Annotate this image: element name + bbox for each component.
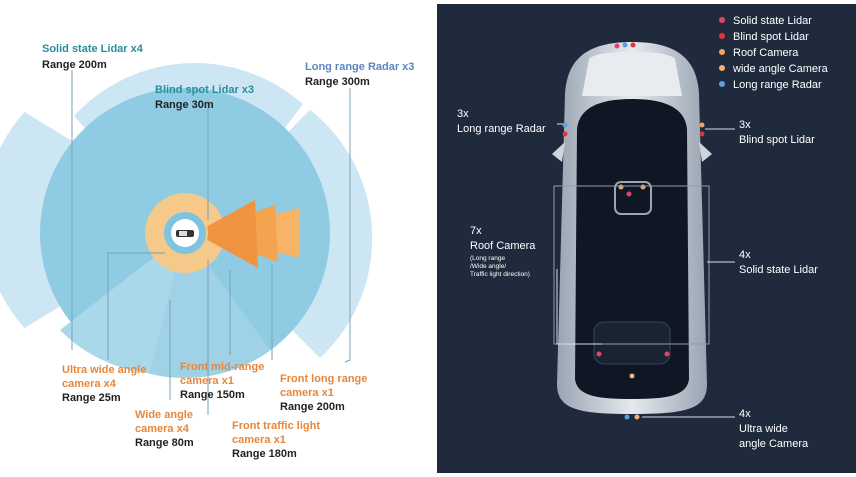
long-radar-range: Range 300m bbox=[305, 76, 370, 88]
legend-item-solid-state: Solid state Lidar bbox=[733, 15, 812, 27]
legend: Solid state Lidar Blind spot Lidar Roof … bbox=[719, 15, 829, 91]
front-mid-range: Range 150m bbox=[180, 389, 245, 401]
traffic-light-range: Range 180m bbox=[232, 448, 297, 460]
solid-count: 4x bbox=[739, 249, 751, 261]
left-mirror bbox=[552, 142, 565, 162]
traffic-light-camera-fov bbox=[195, 200, 258, 268]
wide-angle-line1: Wide angle bbox=[135, 409, 193, 421]
roof-label: Roof Camera bbox=[470, 240, 536, 252]
ultra-wide-range: Range 25m bbox=[62, 392, 121, 404]
wide-angle-range: Range 80m bbox=[135, 437, 194, 449]
ultra-wide-line2: camera x4 bbox=[62, 378, 117, 390]
blind-spot-range: Range 30m bbox=[155, 99, 214, 111]
solid-label: Solid state Lidar bbox=[739, 264, 818, 276]
traffic-light-line1: Front traffic light bbox=[232, 420, 320, 432]
front-long-range: Range 200m bbox=[280, 401, 345, 413]
lidar-wedge-bottom-left bbox=[60, 233, 185, 373]
sensor-coverage-diagram: Solid state Lidar x4 Range 200m Long ran… bbox=[0, 43, 415, 460]
ultra-line2: angle Camera bbox=[739, 438, 809, 450]
coverage-svg: Solid state Lidar x4 Range 200m Long ran… bbox=[0, 43, 414, 460]
radar-label: Long range Radar bbox=[457, 123, 546, 135]
blind-count: 3x bbox=[739, 119, 751, 131]
roof-sub2: /Wide angle/ bbox=[470, 263, 506, 270]
solid-state-title: Solid state Lidar x4 bbox=[42, 43, 144, 55]
callout-lines bbox=[553, 123, 735, 418]
sensor-placement-panel: Solid state Lidar Blind spot Lidar Roof … bbox=[437, 4, 856, 473]
car-topview-svg: Solid state Lidar Blind spot Lidar Roof … bbox=[457, 15, 829, 450]
wide-angle-line2: camera x4 bbox=[135, 423, 190, 435]
blind-spot-title: Blind spot Lidar x3 bbox=[155, 84, 254, 96]
legend-item-blind-spot: Blind spot Lidar bbox=[733, 31, 809, 43]
front-mid-line2: camera x1 bbox=[180, 375, 234, 387]
legend-item-wide-angle: wide angle Camera bbox=[732, 63, 829, 75]
radar-count: 3x bbox=[457, 108, 469, 120]
front-mid-line1: Front mid-range bbox=[180, 361, 264, 373]
legend-item-long-radar: Long range Radar bbox=[733, 79, 822, 91]
traffic-light-line2: camera x1 bbox=[232, 434, 286, 446]
ultra-count: 4x bbox=[739, 408, 751, 420]
roof-sub3: Traffic light direction) bbox=[470, 271, 530, 278]
roof-sub1: (Long range bbox=[470, 255, 505, 262]
right-mirror bbox=[699, 142, 712, 162]
front-long-line1: Front long range bbox=[280, 373, 367, 385]
ultra-line1: Ultra wide bbox=[739, 423, 788, 435]
legend-item-roof-camera: Roof Camera bbox=[733, 47, 799, 59]
solid-state-range: Range 200m bbox=[42, 59, 107, 71]
front-long-line2: camera x1 bbox=[280, 387, 334, 399]
leader-lines bbox=[71, 70, 351, 415]
car-hood bbox=[582, 51, 682, 96]
roof-sensor-pod bbox=[614, 181, 652, 215]
rear-sensor-pod bbox=[593, 321, 671, 365]
blind-label: Blind spot Lidar bbox=[739, 134, 815, 146]
car-window bbox=[179, 231, 187, 236]
ultra-wide-line1: Ultra wide angle bbox=[62, 364, 146, 376]
long-radar-title: Long range Radar x3 bbox=[305, 61, 414, 73]
roof-count: 7x bbox=[470, 225, 482, 237]
